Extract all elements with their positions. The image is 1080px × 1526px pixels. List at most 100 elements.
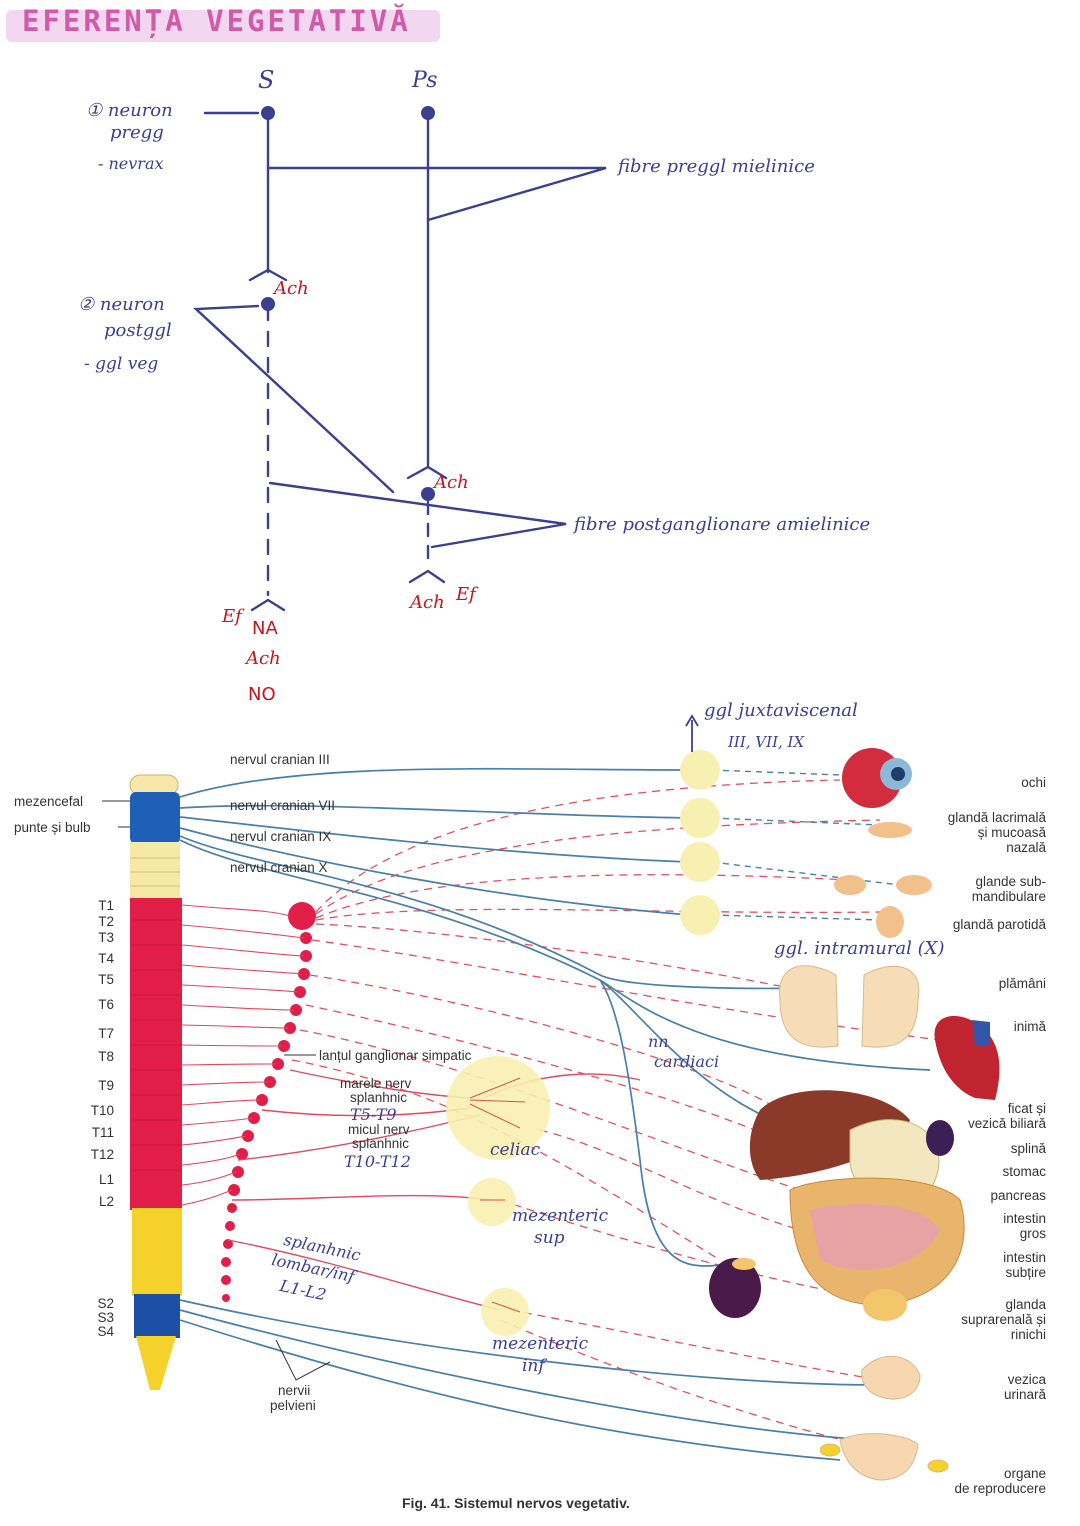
segment-t12: T12: [90, 1147, 114, 1162]
figure-caption: Fig. 41. Sistemul nervos vegetativ.: [402, 1495, 630, 1511]
organ-eye: ochi: [1021, 775, 1046, 790]
segment-l2: L2: [98, 1194, 114, 1209]
mesenteric-sup-ganglion: [468, 1178, 516, 1226]
bladder-organ: [861, 1355, 921, 1400]
s-effector-label: Ef: [222, 606, 242, 627]
s-synapse-fork: [248, 268, 288, 282]
neuron2-pointer: [193, 304, 395, 494]
segment-t3: T3: [98, 930, 114, 945]
ps-column-label: Ps: [412, 68, 438, 93]
label-cranial-nerve-9: nervul cranian IX: [230, 829, 332, 844]
label-mesencephalon: mezencefal: [14, 794, 84, 809]
mediator-ach: Ach: [246, 648, 281, 669]
label-pons-bulb: punte și bulb: [14, 820, 91, 835]
s-neuron2-body: [261, 297, 275, 311]
segment-s4: S4: [97, 1324, 114, 1339]
s-column-label: S: [258, 66, 275, 94]
label-major-splanchnic-2: splanhnic: [350, 1090, 408, 1105]
organ-lungs: plămâni: [998, 976, 1046, 991]
label-pelvic-nerves-2: pelvieni: [270, 1398, 316, 1413]
segment-l1: L1: [98, 1172, 114, 1187]
segment-t9: T9: [98, 1078, 114, 1093]
lungs-organ: [779, 965, 920, 1048]
segment-t6: T6: [98, 997, 114, 1012]
fibre-post-label: fibre postganglionare amielinice: [574, 514, 871, 535]
title-highlight: [6, 10, 440, 42]
neuron2-label: ② neuron: [78, 294, 165, 315]
note-mesenteric-sup-1: mezenteric: [512, 1206, 609, 1226]
segment-t4: T4: [98, 951, 114, 966]
note-mesenteric-inf-2: inf: [522, 1356, 545, 1376]
segment-s2: S2: [97, 1296, 114, 1311]
ps-neuron2-body: [421, 487, 435, 501]
mediator-na: NA: [252, 618, 278, 639]
label-pelvic-nerves-1: nervii: [278, 1383, 311, 1398]
neuron1-location: - nevrax: [98, 154, 164, 173]
fibre-post-bracket: [268, 481, 567, 549]
heart-organ: [934, 1016, 1000, 1100]
abdominal-organs: [749, 1090, 965, 1321]
label-sympathetic-chain: lanțul ganglionar simpatic: [319, 1048, 472, 1063]
note-t5-t9: T5-T9: [350, 1105, 397, 1124]
note-mesenteric-inf-1: mezenteric: [492, 1334, 589, 1354]
fibre-pre-bracket: [266, 166, 607, 222]
organ-submandibular-glands: glande sub-mandibulare: [971, 874, 1046, 904]
ps-neuron1-body: [421, 106, 435, 120]
organ-stomach: stomac: [1002, 1164, 1046, 1179]
fibre-pre-label: fibre preggl mielinice: [618, 156, 815, 177]
note-juxtavisceral: ggl juxtaviscenal: [704, 700, 858, 721]
label-major-splanchnic-1: marele nerv: [340, 1076, 412, 1091]
s-neuron1-body: [261, 106, 275, 120]
spinal-cord: [129, 774, 182, 1390]
ps-effector-fork: [408, 569, 446, 584]
segment-t11: T11: [91, 1125, 114, 1140]
label-minor-splanchnic-2: splanhnic: [352, 1136, 410, 1151]
neuron1-type: pregg: [110, 122, 164, 143]
s-effector-fork: [250, 598, 286, 612]
segment-t2: T2: [98, 914, 114, 929]
celiac-ganglion: [446, 1056, 550, 1160]
segment-t10: T10: [90, 1103, 114, 1118]
page-title: EFERENȚA VEGETATIVĂ: [22, 4, 411, 38]
s-ach-label: Ach: [274, 278, 309, 299]
neuron1-label: ① neuron: [86, 100, 173, 121]
note-intramural: ggl. intramural (X): [774, 938, 945, 959]
note-cardiac-1: nn: [648, 1032, 669, 1051]
segment-t1: T1: [98, 898, 114, 913]
organ-pancreas: pancreas: [990, 1188, 1046, 1203]
organ-heart: inimă: [1013, 1019, 1046, 1034]
segment-t8: T8: [98, 1049, 114, 1064]
note-cardiac-2: cardiaci: [654, 1052, 720, 1071]
note-celiac: celiac: [490, 1140, 541, 1160]
organ-parotid-gland: glandă parotidă: [952, 917, 1046, 932]
label-cranial-nerve-3: nervul cranian III: [230, 752, 330, 767]
organ-spleen: splină: [1010, 1141, 1046, 1156]
kidney-organ: [709, 1258, 761, 1318]
note-mesenteric-sup-2: sup: [534, 1228, 565, 1248]
neuron2-location: - ggl veg: [84, 354, 159, 374]
segment-t7: T7: [98, 1026, 114, 1041]
mediator-no: NO: [248, 684, 276, 705]
efferent-schema: [193, 106, 607, 612]
segment-t5: T5: [98, 972, 114, 987]
label-minor-splanchnic-1: micul nerv: [348, 1122, 410, 1137]
sympathetic-chain: [221, 902, 316, 1302]
note-t10-t12: T10-T12: [344, 1152, 411, 1171]
eye-organ: [842, 748, 912, 808]
neuron2-type: postggl: [104, 320, 172, 341]
ps-ach-label-2: Ach: [410, 592, 445, 613]
ps-synapse-fork: [406, 465, 448, 480]
mesenteric-inf-ganglion: [481, 1288, 529, 1336]
segment-s3: S3: [97, 1310, 114, 1325]
label-cranial-nerve-10: nervul cranian X: [230, 860, 328, 875]
note-juxtavisceral-nerves: III, VII, IX: [728, 733, 805, 751]
reproductive-organs: [819, 1433, 949, 1481]
